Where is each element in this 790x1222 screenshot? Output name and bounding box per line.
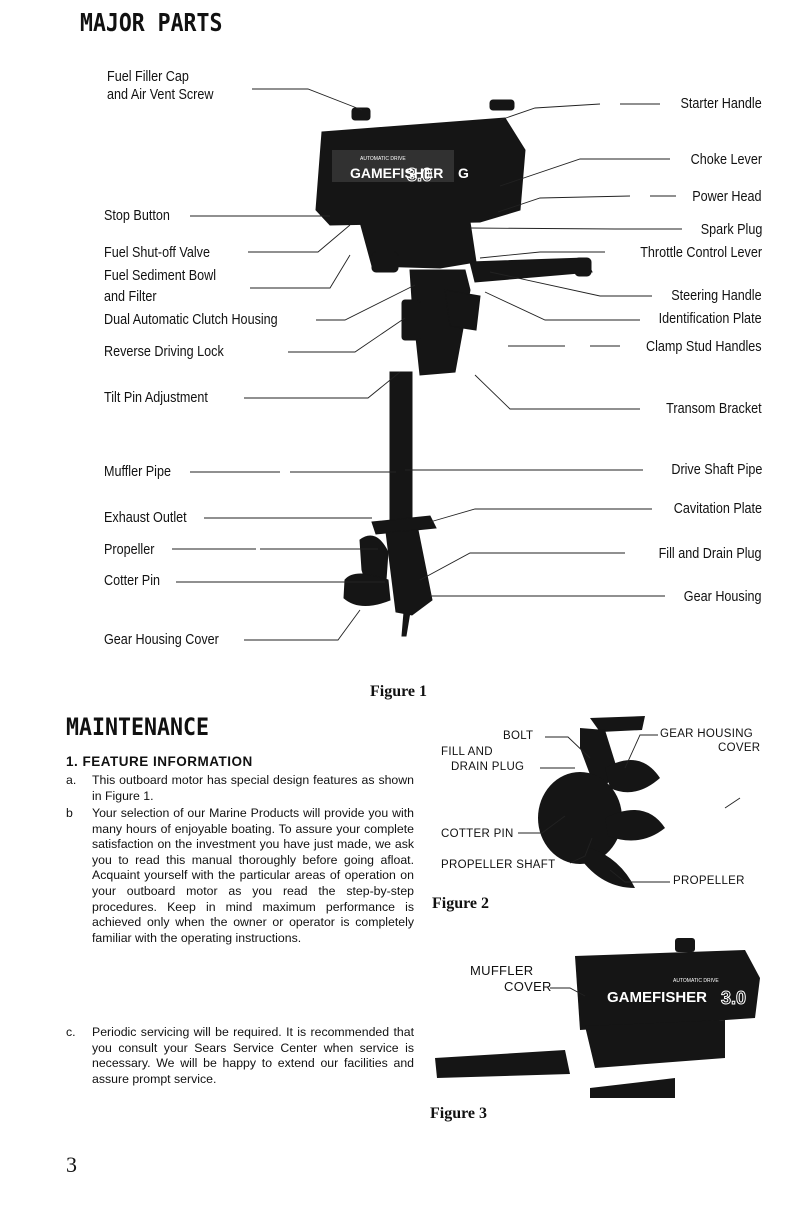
- fig2-label-cover: COVER: [718, 742, 761, 754]
- paragraph-c-letter: c.: [66, 1025, 76, 1039]
- label-drive-shaft-pipe: Drive Shaft Pipe: [670, 461, 762, 478]
- page-number: 3: [66, 1152, 77, 1177]
- figure-3-caption: Figure 3: [430, 1105, 488, 1122]
- cowling-model-text: 3.0: [407, 165, 432, 185]
- label-fuel-shutoff-valve: Fuel Shut-off Valve: [104, 244, 210, 261]
- label-fill-and-drain-plug: Fill and Drain Plug: [659, 545, 762, 562]
- label-tilt-pin-adjustment: Tilt Pin Adjustment: [104, 389, 208, 406]
- label-power-head: Power Head: [692, 188, 762, 205]
- fig2-label-cotter-pin: COTTER PIN: [441, 828, 514, 840]
- figure-2-gear-housing-illustration: [518, 716, 741, 888]
- paragraph-c-text: Periodic servicing will be required. It …: [92, 1025, 414, 1086]
- label-steering-handle: Steering Handle: [671, 287, 762, 304]
- figure-1-caption: Figure 1: [370, 683, 428, 700]
- fig2-label-bolt: BOLT: [503, 730, 534, 742]
- cowling-tagline-text: AUTOMATIC DRIVE: [360, 156, 406, 162]
- fig3-cowling-model: 3.0: [721, 988, 746, 1008]
- fig3-cowling-tagline: AUTOMATIC DRIVE: [673, 978, 719, 984]
- maintenance-title: MAINTENANCE: [66, 713, 210, 741]
- label-fuel-sediment-bowl: Fuel Sediment Bowl: [104, 267, 217, 284]
- label-spark-plug: Spark Plug: [700, 221, 762, 238]
- label-muffler-pipe: Muffler Pipe: [104, 463, 172, 480]
- paragraph-a-letter: a.: [66, 773, 77, 787]
- figure-2-drawing: [538, 716, 665, 888]
- paragraph-c: c. Periodic servicing will be required. …: [66, 1025, 414, 1087]
- fig2-label-gear-housing: GEAR HOUSING: [660, 728, 754, 740]
- label-transom-bracket: Transom Bracket: [666, 400, 762, 417]
- label-choke-lever: Choke Lever: [690, 151, 762, 168]
- fig2-label-fill-and: FILL AND: [441, 746, 493, 758]
- paragraph-b: b Your selection of our Marine Products …: [66, 806, 414, 946]
- label-and-filter: and Filter: [104, 288, 157, 305]
- paragraph-b-text: Your selection of our Marine Products wi…: [92, 806, 414, 945]
- figure-2-leaders: [518, 734, 741, 883]
- fig2-label-propeller-shaft: PROPELLER SHAFT: [441, 859, 556, 871]
- fig2-label-drain-plug: DRAIN PLUG: [451, 761, 525, 773]
- figure-2-caption: Figure 2: [432, 895, 490, 912]
- paragraph-a: a. This outboard motor has special desig…: [66, 773, 414, 804]
- label-starter-handle: Starter Handle: [680, 95, 762, 112]
- label-identification-plate: Identification Plate: [659, 310, 762, 327]
- cowling-badge-text: G: [458, 165, 469, 181]
- label-exhaust-outlet: Exhaust Outlet: [104, 509, 187, 526]
- label-fuel-filler-cap: Fuel Filler Cap: [107, 68, 189, 85]
- major-parts-title: MAJOR PARTS: [80, 8, 223, 37]
- figure-3-drawing: [435, 938, 760, 1098]
- fig3-label-cover: COVER: [504, 979, 552, 994]
- label-throttle-control-lever: Throttle Control Lever: [640, 244, 762, 261]
- label-cavitation-plate: Cavitation Plate: [673, 500, 762, 517]
- figure-1-motor-illustration: GAMEFISHER 3.0 AUTOMATIC DRIVE G: [172, 88, 682, 641]
- label-dual-clutch-housing: Dual Automatic Clutch Housing: [104, 311, 278, 328]
- figure-3-muffler-cover-illustration: GAMEFISHER 3.0 AUTOMATIC DRIVE: [435, 938, 760, 1098]
- fig2-label-propeller: PROPELLER: [673, 875, 745, 887]
- fig3-leader: [550, 987, 586, 997]
- label-propeller: Propeller: [104, 541, 155, 558]
- label-reverse-driving-lock: Reverse Driving Lock: [104, 343, 224, 360]
- fig3-label-muffler: MUFFLER: [470, 963, 534, 978]
- cowling-brand-text: GAMEFISHER: [350, 165, 443, 181]
- fig3-cowling-brand: GAMEFISHER: [607, 989, 707, 1006]
- paragraph-a-text: This outboard motor has special design f…: [92, 773, 414, 803]
- cowling-graphics: GAMEFISHER 3.0 AUTOMATIC DRIVE G: [332, 150, 469, 186]
- label-stop-button: Stop Button: [104, 207, 170, 224]
- section-heading-feature-information: 1. FEATURE INFORMATION: [66, 754, 253, 769]
- label-gear-housing-cover: Gear Housing Cover: [104, 631, 219, 648]
- label-cotter-pin: Cotter Pin: [104, 572, 161, 589]
- paragraph-b-letter: b: [66, 806, 73, 820]
- label-gear-housing: Gear Housing: [684, 588, 762, 605]
- leader-lines: [172, 88, 682, 641]
- label-clamp-stud-handles: Clamp Stud Handles: [646, 338, 762, 355]
- label-air-vent-screw: and Air Vent Screw: [107, 86, 214, 103]
